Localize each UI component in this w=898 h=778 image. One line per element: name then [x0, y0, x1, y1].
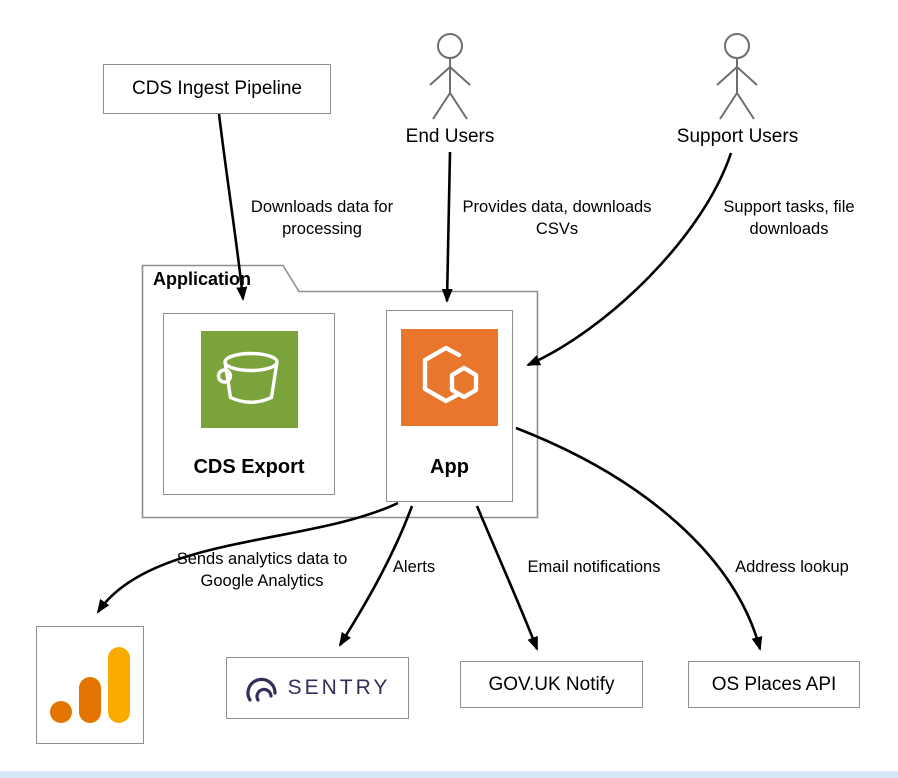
edge-app-to-google-analytics [96, 501, 399, 614]
os-places-api-label: OS Places API [711, 673, 837, 695]
edge-label-support-tasks: Support tasks, file downloads [723, 198, 855, 238]
app-label: App [430, 456, 469, 478]
sentry-label: SENTRY [287, 676, 391, 699]
edge-label-provides-data: Provides data, downloads CSVs [462, 198, 652, 238]
support-users-label: Support Users [676, 126, 799, 147]
node-cds-ingest-pipeline: CDS Ingest Pipeline [103, 64, 331, 114]
node-app: App [386, 310, 513, 502]
sentry-logo-icon [246, 677, 277, 702]
edge-support-users-to-app [526, 152, 733, 367]
edge-label-downloads-data: Downloads data for processing [250, 198, 394, 238]
node-sentry: SENTRY [226, 657, 409, 719]
node-google-analytics [36, 626, 144, 744]
edge-app-to-notify [475, 505, 539, 651]
edge-label-address-lookup: Address lookup [735, 558, 849, 576]
node-cds-export: CDS Export [163, 313, 335, 495]
cds-export-label: CDS Export [193, 456, 305, 478]
edge-end-users-to-app [441, 151, 453, 303]
application-group-label: Application [153, 269, 251, 289]
edge-label-sends-analytics: Sends analytics data to Google Analytics [176, 550, 348, 590]
edge-app-to-sentry [338, 505, 414, 647]
edge-ingest-to-export [217, 113, 248, 301]
ecs-container-icon [401, 329, 498, 426]
google-analytics-icon [50, 647, 130, 723]
s3-bucket-icon [200, 331, 298, 428]
end-users-label: End Users [405, 126, 495, 147]
node-govuk-notify: GOV.UK Notify [460, 661, 643, 708]
edge-label-alerts: Alerts [392, 558, 436, 576]
govuk-notify-label: GOV.UK Notify [488, 673, 615, 695]
node-os-places-api: OS Places API [688, 661, 860, 708]
edge-app-to-os-places [515, 426, 763, 651]
edge-label-email-notifications: Email notifications [527, 558, 661, 576]
end-users-actor-icon [429, 33, 471, 120]
bottom-edge-strip [0, 771, 898, 778]
cds-ingest-pipeline-label: CDS Ingest Pipeline [131, 78, 303, 99]
support-users-actor-icon [716, 33, 758, 120]
